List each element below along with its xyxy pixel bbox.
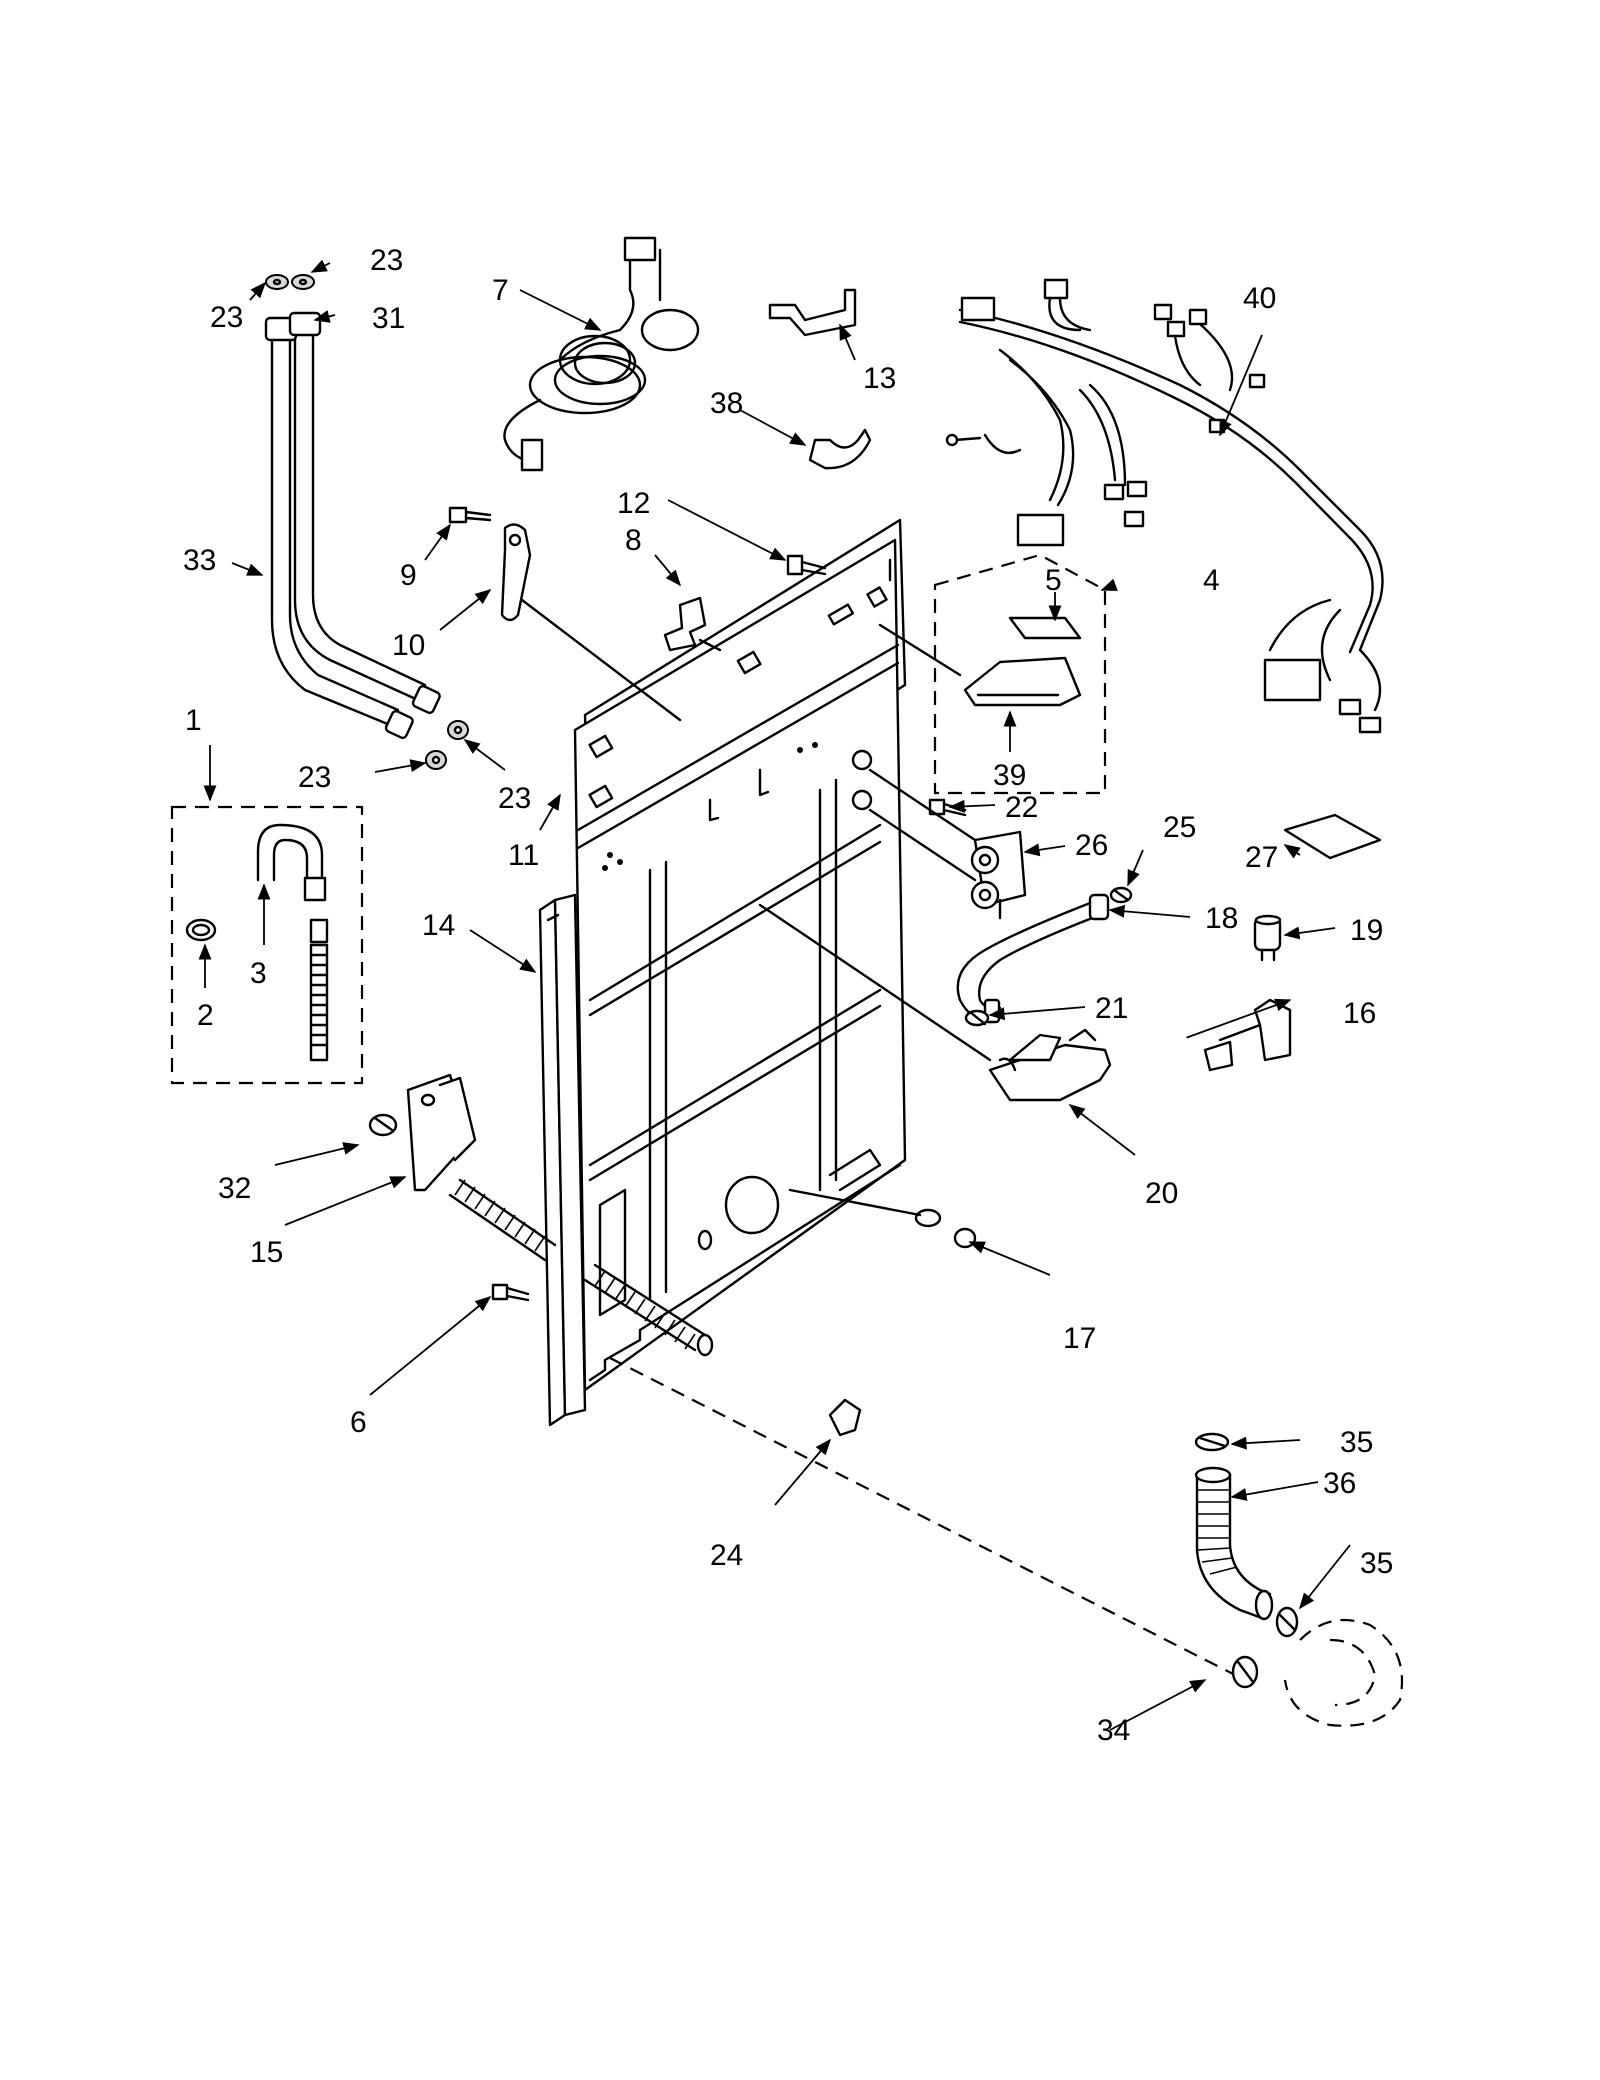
callout-35-side: 35 xyxy=(1360,1547,1393,1580)
outlet-clamp-35-top xyxy=(1194,1432,1230,1452)
capacitor-19 xyxy=(1253,914,1282,962)
callout-17: 17 xyxy=(1063,1322,1096,1355)
callout-4: 4 xyxy=(1203,564,1220,597)
leader-lines xyxy=(198,259,1351,1731)
callout-14: 14 xyxy=(422,909,455,942)
assembly-4-box xyxy=(933,553,1107,795)
callout-6: 6 xyxy=(350,1406,367,1439)
drain-bracket-15 xyxy=(406,1073,477,1192)
clamp-34 xyxy=(1231,1655,1259,1689)
screw-9 xyxy=(448,506,492,524)
callout-21: 21 xyxy=(1095,992,1128,1025)
wire-harness xyxy=(945,278,1384,734)
drain-hose-corrugated xyxy=(448,1178,714,1357)
callout-23-mid-left: 23 xyxy=(298,761,331,794)
callout-34: 34 xyxy=(1097,1714,1130,1747)
callout-27: 27 xyxy=(1245,841,1278,874)
kit-1-box xyxy=(170,805,364,1085)
power-cord xyxy=(503,236,700,472)
callout-10: 10 xyxy=(392,629,425,662)
callout-13: 13 xyxy=(863,362,896,395)
rear-panel xyxy=(573,518,907,1392)
grommet-17 xyxy=(788,1188,977,1249)
callout-23-top-right: 23 xyxy=(370,244,403,277)
dashed-guide-line xyxy=(609,1357,1246,1681)
callout-23-top-left: 23 xyxy=(210,301,243,334)
callout-9: 9 xyxy=(400,559,417,592)
callout-18: 18 xyxy=(1205,902,1238,935)
inlet-hoses xyxy=(264,311,441,740)
water-valve xyxy=(868,768,1027,920)
clip-38 xyxy=(808,428,872,470)
outlet-hose-36 xyxy=(1194,1466,1274,1621)
side-bracket xyxy=(538,893,587,1427)
clamp-2 xyxy=(185,918,217,942)
callout-32: 32 xyxy=(218,1172,251,1205)
label-5 xyxy=(1008,616,1082,640)
callout-35-top: 35 xyxy=(1340,1426,1373,1459)
screw-6 xyxy=(491,1283,530,1302)
callout-15: 15 xyxy=(250,1236,283,1269)
callout-11: 11 xyxy=(508,839,539,872)
callout-2: 2 xyxy=(197,999,214,1032)
screw-12 xyxy=(786,554,827,576)
pump-outline-dashed xyxy=(1283,1618,1404,1727)
callout-22: 22 xyxy=(1005,791,1038,824)
callout-40: 40 xyxy=(1243,282,1276,315)
callout-24: 24 xyxy=(710,1539,743,1572)
callout-26: 26 xyxy=(1075,829,1108,862)
callout-39: 39 xyxy=(993,759,1026,792)
hose-clamp-25 xyxy=(1109,886,1133,904)
callout-12: 12 xyxy=(617,487,650,520)
bracket-16 xyxy=(1203,998,1292,1072)
clip-8 xyxy=(663,596,722,652)
fill-hose xyxy=(956,893,1110,1024)
callout-31: 31 xyxy=(372,302,405,335)
callout-16: 16 xyxy=(1343,997,1376,1030)
callout-38: 38 xyxy=(710,387,743,420)
clamp-32 xyxy=(368,1113,398,1137)
callout-36: 36 xyxy=(1323,1467,1356,1500)
callout-33: 33 xyxy=(183,544,216,577)
callout-1: 1 xyxy=(185,704,202,737)
bracket-39 xyxy=(878,623,1082,707)
drain-hose-3 xyxy=(256,823,329,1062)
callout-23-mid-right: 23 xyxy=(498,782,531,815)
callout-labels: 1 2 3 4 5 6 7 8 9 10 11 12 13 14 15 16 1… xyxy=(183,244,1393,1747)
label-27 xyxy=(1283,813,1382,860)
dispenser-20 xyxy=(758,903,1112,1102)
clamp-24 xyxy=(828,1398,862,1437)
bracket-13 xyxy=(768,288,857,337)
callout-7: 7 xyxy=(492,274,509,307)
hose-clamp-21 xyxy=(964,1009,990,1027)
callout-20: 20 xyxy=(1145,1177,1178,1210)
callout-3: 3 xyxy=(250,957,267,990)
callout-25: 25 xyxy=(1163,811,1196,844)
strap-10 xyxy=(500,523,682,722)
callout-8: 8 xyxy=(625,524,642,557)
outlet-clamp-35-side xyxy=(1275,1606,1299,1638)
callout-19: 19 xyxy=(1350,914,1383,947)
callout-5: 5 xyxy=(1045,564,1062,597)
